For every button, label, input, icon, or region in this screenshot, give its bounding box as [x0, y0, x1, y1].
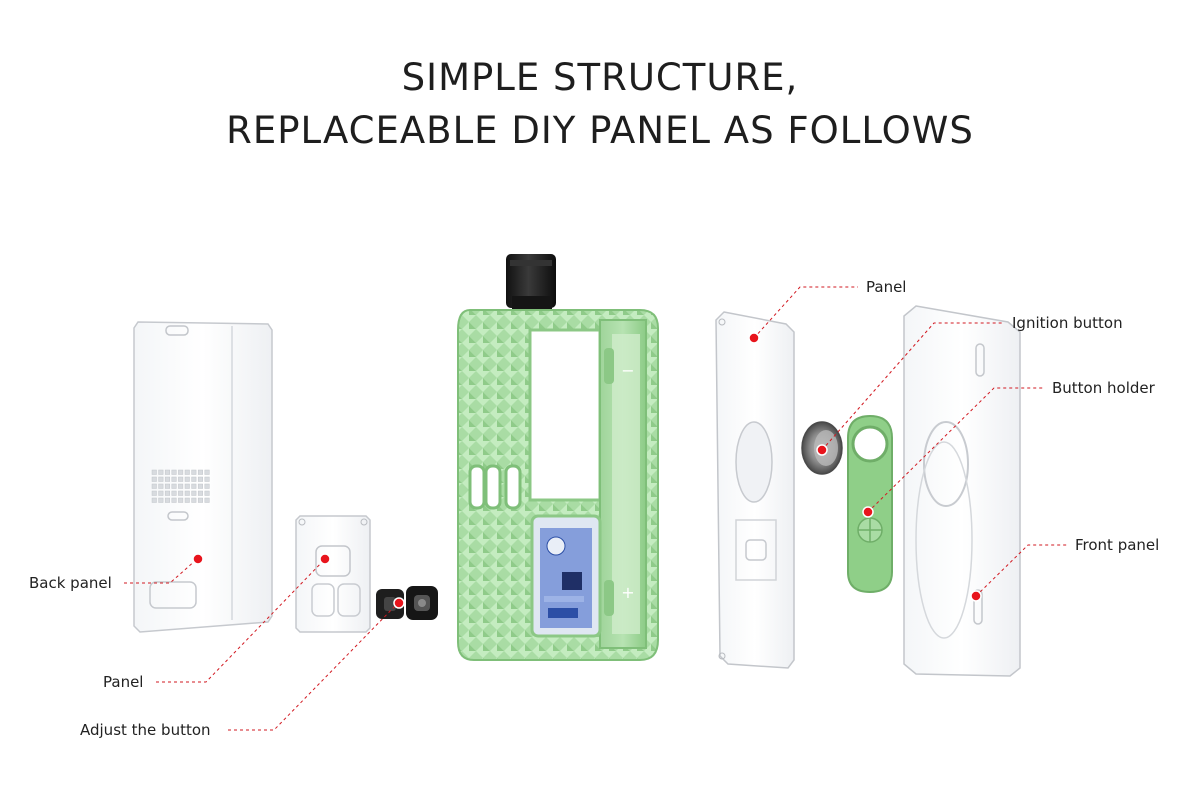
battery-plus-icon: + [621, 583, 634, 602]
grille-hole [191, 483, 197, 489]
grille-hole [151, 476, 157, 482]
grille-hole [178, 483, 184, 489]
label-adjust-button: Adjust the button [80, 721, 211, 739]
front-panel-part [903, 305, 1021, 677]
grille-hole [171, 483, 177, 489]
grille-hole [178, 490, 184, 496]
page-title-line-2: REPLACEABLE DIY PANEL AS FOLLOWS [226, 109, 974, 152]
grille-hole [164, 476, 170, 482]
device-body: − + [457, 254, 659, 661]
grille-hole [204, 476, 210, 482]
inner-panel-part [295, 515, 371, 633]
grille-hole [171, 490, 177, 496]
page-title-line-1: SIMPLE STRUCTURE, [401, 56, 799, 99]
grille-hole [178, 469, 184, 475]
grille-hole [191, 476, 197, 482]
label-back-panel: Back panel [29, 574, 112, 592]
grille-hole [171, 476, 177, 482]
grille-hole [164, 469, 170, 475]
grille-hole [204, 490, 210, 496]
grille-hole [184, 497, 190, 503]
grille-hole [164, 497, 170, 503]
grille-hole [158, 469, 164, 475]
grille-hole [164, 483, 170, 489]
grille-hole [178, 476, 184, 482]
grille-hole [164, 490, 170, 496]
grille-hole [197, 490, 203, 496]
grille-hole [151, 490, 157, 496]
grille-hole [184, 490, 190, 496]
grille-hole [204, 483, 210, 489]
grille-hole [197, 476, 203, 482]
grille-hole [151, 483, 157, 489]
grille-hole [158, 490, 164, 496]
grille-hole [171, 497, 177, 503]
label-panel-right: Panel [866, 278, 907, 296]
inner-panel-right-part [715, 311, 795, 669]
grille-hole [191, 497, 197, 503]
leader-lines [124, 286, 1068, 731]
grille-hole [191, 469, 197, 475]
circuit-board [540, 528, 592, 628]
back-panel-part [133, 321, 273, 633]
grille-hole [184, 483, 190, 489]
grille-hole [204, 469, 210, 475]
speaker-grille [151, 469, 210, 503]
grille-hole [197, 483, 203, 489]
grille-hole [178, 497, 184, 503]
grille-hole [151, 497, 157, 503]
battery-minus-icon: − [621, 361, 634, 380]
grille-hole [151, 469, 157, 475]
grille-hole [197, 469, 203, 475]
grille-hole [158, 476, 164, 482]
label-ignition-button: Ignition button [1012, 314, 1123, 332]
label-button-holder: Button holder [1052, 379, 1155, 397]
grille-hole [171, 469, 177, 475]
grille-hole [158, 483, 164, 489]
grille-hole [191, 490, 197, 496]
grille-hole [197, 497, 203, 503]
button-holder-part [847, 414, 893, 594]
grille-hole [184, 469, 190, 475]
grille-hole [158, 497, 164, 503]
label-panel-left: Panel [103, 673, 144, 691]
grille-hole [184, 476, 190, 482]
adjust-button-part [376, 586, 438, 620]
marker-dots [192, 332, 982, 609]
grille-hole [204, 497, 210, 503]
label-front-panel: Front panel [1075, 536, 1160, 554]
